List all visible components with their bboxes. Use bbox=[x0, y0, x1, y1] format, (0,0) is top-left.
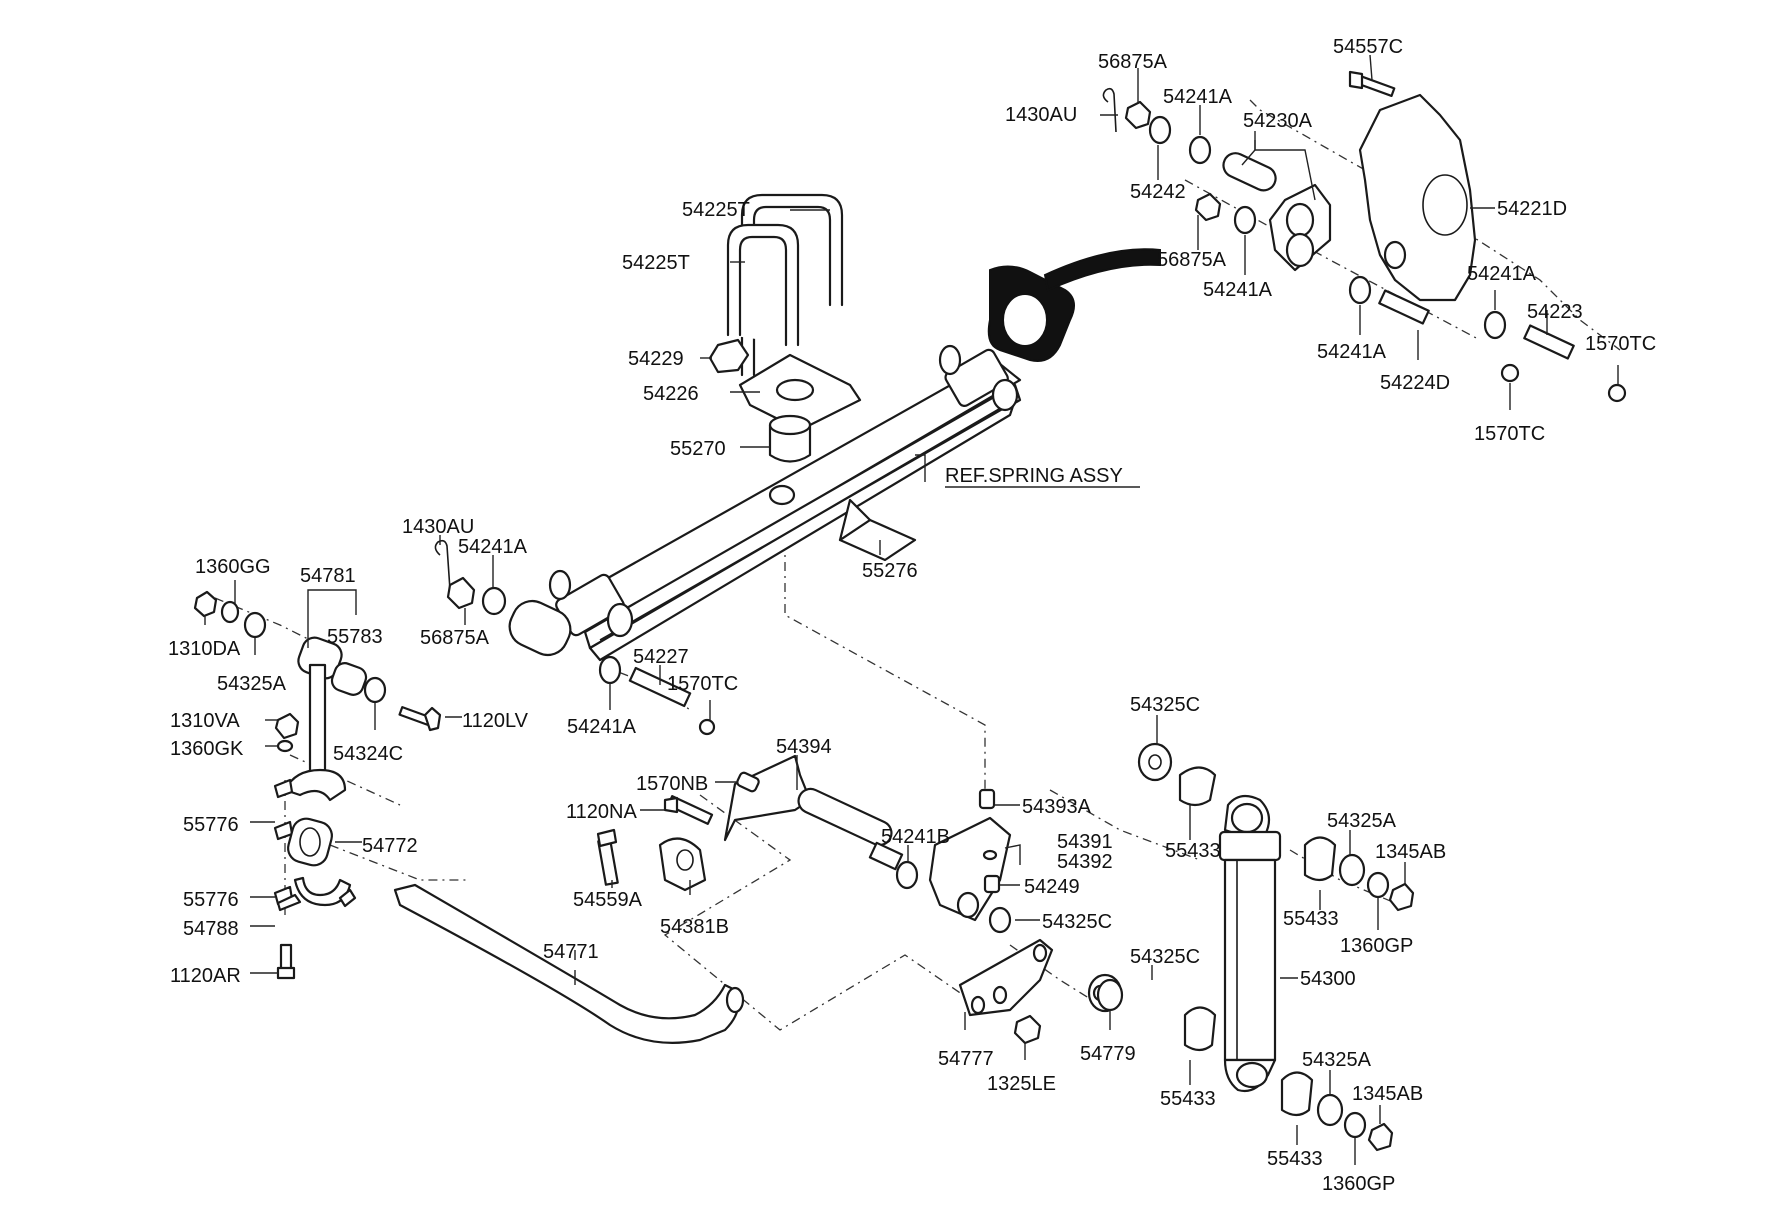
label-55433-3: 55433 bbox=[1160, 1088, 1216, 1110]
label-54241a-6: 54241A bbox=[567, 716, 637, 738]
leaf-spring-assembly bbox=[548, 344, 1022, 662]
label-1345ab-1: 1345AB bbox=[1375, 841, 1446, 863]
label-56875a-left: 56875A bbox=[420, 627, 490, 649]
stabilizer-bar bbox=[393, 883, 745, 1044]
label-1310da: 1310DA bbox=[168, 638, 241, 660]
label-54325a-left: 54325A bbox=[217, 673, 287, 695]
label-ref-spring-assy: REF.SPRING ASSY bbox=[945, 465, 1123, 487]
label-54241a-1: 54241A bbox=[1163, 86, 1233, 108]
label-1430au-top: 1430AU bbox=[1005, 104, 1077, 126]
front-spring-eye-parts bbox=[434, 539, 716, 736]
label-54241a-3: 54241A bbox=[1467, 263, 1537, 285]
label-55783: 55783 bbox=[327, 626, 383, 648]
label-1120ar: 1120AR bbox=[170, 965, 241, 987]
part-labels: 54557C 56875A 1430AU 54241A 54230A 54242… bbox=[168, 36, 1656, 1195]
label-55776-1: 55776 bbox=[183, 814, 239, 836]
label-54241a-5: 54241A bbox=[458, 536, 528, 558]
label-56875a-top: 56875A bbox=[1098, 51, 1168, 73]
leader-lines bbox=[204, 54, 1619, 1165]
label-1360gg: 1360GG bbox=[195, 556, 271, 578]
u-bolt-group bbox=[708, 193, 917, 562]
label-54394: 54394 bbox=[776, 736, 832, 758]
label-1310va: 1310VA bbox=[170, 710, 240, 732]
label-54324c: 54324C bbox=[333, 743, 403, 765]
label-54771: 54771 bbox=[543, 941, 599, 963]
label-55270: 55270 bbox=[670, 438, 726, 460]
label-55776-2: 55776 bbox=[183, 889, 239, 911]
label-54325c-lower: 54325C bbox=[1130, 946, 1200, 968]
rear-hanger-bracket bbox=[1102, 70, 1627, 403]
label-54772: 54772 bbox=[362, 835, 418, 857]
label-54221d: 54221D bbox=[1497, 198, 1567, 220]
label-54557c: 54557C bbox=[1333, 36, 1403, 58]
label-54249: 54249 bbox=[1024, 876, 1080, 898]
label-56875a-mid: 56875A bbox=[1157, 249, 1227, 271]
label-55433-4: 55433 bbox=[1267, 1148, 1323, 1170]
label-54241b: 54241B bbox=[881, 826, 950, 848]
label-1570nb: 1570NB bbox=[636, 773, 708, 795]
label-54241a-2: 54241A bbox=[1203, 279, 1273, 301]
label-54300: 54300 bbox=[1300, 968, 1356, 990]
label-54325c-mid: 54325C bbox=[1042, 911, 1112, 933]
label-54325c-top: 54325C bbox=[1130, 694, 1200, 716]
label-54381b: 54381B bbox=[660, 916, 729, 938]
label-1325le: 1325LE bbox=[987, 1073, 1056, 1095]
shock-absorber-group bbox=[1087, 742, 1415, 1152]
stabilizer-link-group bbox=[193, 590, 442, 980]
label-54225t-1: 54225T bbox=[682, 199, 750, 221]
label-55433-1: 55433 bbox=[1165, 840, 1221, 862]
label-1570tc-3: 1570TC bbox=[667, 673, 738, 695]
label-1570tc-2: 1570TC bbox=[1474, 423, 1545, 445]
label-54227: 54227 bbox=[633, 646, 689, 668]
label-1360gp-2: 1360GP bbox=[1322, 1173, 1395, 1195]
highlighted-shackle bbox=[987, 248, 1161, 362]
label-55276: 55276 bbox=[862, 560, 918, 582]
label-55433-2: 55433 bbox=[1283, 908, 1339, 930]
label-54223: 54223 bbox=[1527, 301, 1583, 323]
label-54224d: 54224D bbox=[1380, 372, 1450, 394]
label-1360gk: 1360GK bbox=[170, 738, 244, 760]
label-1345ab-2: 1345AB bbox=[1352, 1083, 1423, 1105]
label-54242: 54242 bbox=[1130, 181, 1186, 203]
label-54392: 54392 bbox=[1057, 851, 1113, 873]
label-54779: 54779 bbox=[1080, 1043, 1136, 1065]
label-54325a-2: 54325A bbox=[1302, 1049, 1372, 1071]
label-54559a: 54559A bbox=[573, 889, 643, 911]
label-54391: 54391 bbox=[1057, 831, 1113, 853]
label-54325a-1: 54325A bbox=[1327, 810, 1397, 832]
label-54225t-2: 54225T bbox=[622, 252, 690, 274]
label-54781: 54781 bbox=[300, 565, 356, 587]
label-54788: 54788 bbox=[183, 918, 239, 940]
label-54229: 54229 bbox=[628, 348, 684, 370]
label-1120na: 1120NA bbox=[566, 801, 637, 823]
label-54230a: 54230A bbox=[1243, 110, 1313, 132]
label-1120lv: 1120LV bbox=[462, 710, 529, 732]
link-bracket-group bbox=[928, 788, 1054, 1045]
label-54241a-4: 54241A bbox=[1317, 341, 1387, 363]
label-1570tc-1: 1570TC bbox=[1585, 333, 1656, 355]
label-1430au-left: 1430AU bbox=[402, 516, 474, 538]
label-54777: 54777 bbox=[938, 1048, 994, 1070]
axle-bracket-group bbox=[596, 754, 919, 892]
label-54226: 54226 bbox=[643, 383, 699, 405]
label-54393a: 54393A bbox=[1022, 796, 1092, 818]
label-1360gp-1: 1360GP bbox=[1340, 935, 1413, 957]
